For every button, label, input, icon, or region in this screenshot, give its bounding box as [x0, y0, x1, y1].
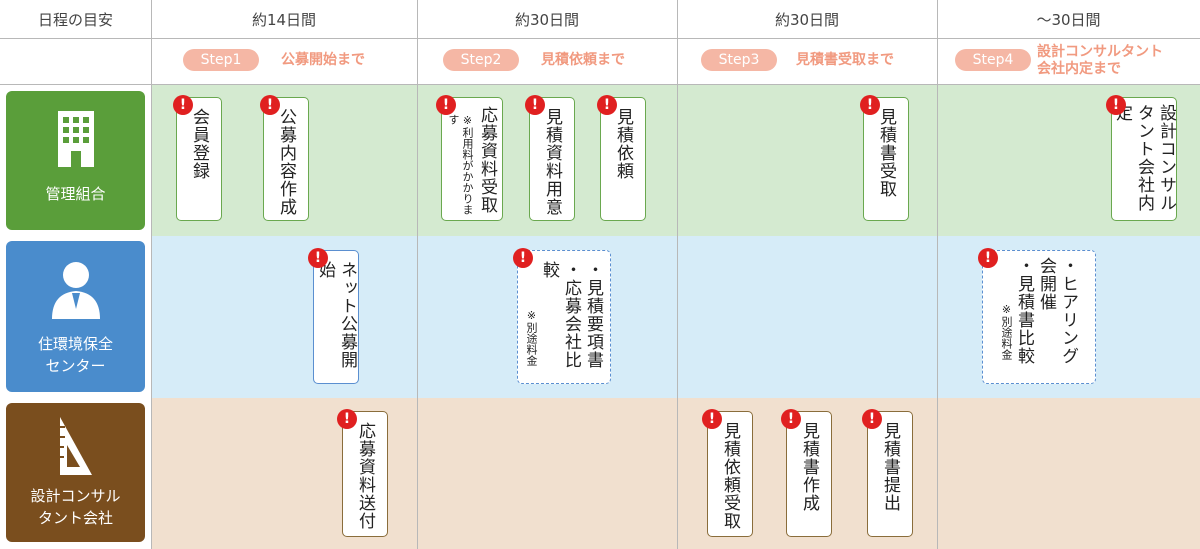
step4-badge: Step4 [955, 49, 1031, 71]
role-name: 管理組合 [45, 185, 106, 203]
card-text: 見積書作成 [799, 422, 819, 512]
alert-icon: ! [436, 95, 456, 115]
card-text: 応募資料受取 [477, 106, 497, 214]
card-text-a: ・ヒアリング会開催 [1036, 257, 1078, 365]
card-text: 見積書提出 [880, 422, 900, 512]
card-estimate-receipt: 見積書受取 [863, 97, 909, 221]
card-text: 公募内容作成 [276, 108, 296, 216]
alert-icon: ! [862, 409, 882, 429]
role-name-line2: タント会社 [37, 509, 113, 527]
card-text-b: ・応募会社比較 [539, 261, 581, 369]
step4-title-line1: 設計コンサルタント [1037, 44, 1163, 60]
duration-step2: 約30日間 [514, 10, 580, 29]
card-note: ※別途料金 [525, 309, 538, 366]
alert-icon: ! [173, 95, 193, 115]
card-net-recruit: ネット公募開始 [313, 250, 359, 384]
card-hearing: ・ヒアリング会開催 ・見積書比較 ※別途料金 [982, 250, 1096, 384]
step2-badge: Step2 [443, 49, 519, 71]
duration-step4: 〜30日間 [1036, 10, 1101, 29]
step4-title: 設計コンサルタント 会社内定まで [1037, 44, 1163, 78]
step3-title: 見積書受取まで [796, 52, 894, 68]
step4-title-line2: 会社内定まで [1037, 61, 1121, 77]
alert-icon: ! [337, 409, 357, 429]
card-text: 見積資料用意 [542, 108, 562, 216]
card-text: 応募資料送付 [355, 422, 375, 530]
grid-line [417, 0, 418, 549]
alert-icon: ! [597, 95, 617, 115]
card-text: 見積依頼 [613, 108, 633, 180]
card-text: 見積書受取 [876, 108, 896, 198]
card-estimate-create: 見積書作成 [786, 411, 832, 537]
triangle-ruler-icon [59, 417, 92, 475]
role-kanri-kumiai: 管理組合 [6, 91, 145, 230]
step3-badge: Step3 [701, 49, 777, 71]
card-text: ネット公募開始 [315, 261, 357, 369]
alert-icon: ! [860, 95, 880, 115]
alert-icon: ! [781, 409, 801, 429]
card-estimate-submit: 見積書提出 [867, 411, 913, 537]
duration-step3: 約30日間 [774, 10, 840, 29]
step1-badge: Step1 [183, 49, 259, 71]
card-estimate-spec: ・見積要項書 ・応募会社比較 ※別途料金 [517, 250, 611, 384]
grid-line [0, 84, 1200, 85]
card-estimate-request: 見積依頼 [600, 97, 646, 221]
card-note: ※別途料金 [1000, 303, 1013, 360]
card-application-receipt: 応募資料受取 ※利用料がかかります [441, 97, 503, 221]
role-name-line2: センター [45, 357, 106, 375]
role-consultant: 設計コンサル タント会社 [6, 403, 145, 542]
step1-title: 公募開始まで [281, 52, 365, 68]
card-text-a: ・見積要項書 [583, 261, 603, 369]
alert-icon: ! [978, 248, 998, 268]
lane-consultant [0, 398, 1200, 549]
card-text: 見積依頼受取 [720, 422, 740, 530]
alert-icon: ! [513, 248, 533, 268]
role-name-line1: 設計コンサル [30, 487, 121, 505]
card-application-send: 応募資料送付 [342, 411, 388, 537]
card-estimate-request-receipt: 見積依頼受取 [707, 411, 753, 537]
card-member-registration: 会員登録 [176, 97, 222, 221]
grid-line [677, 0, 678, 549]
card-estimate-material: 見積資料用意 [529, 97, 575, 221]
grid-line [151, 0, 152, 549]
building-icon [57, 111, 94, 167]
card-recruit-content: 公募内容作成 [263, 97, 309, 221]
alert-icon: ! [260, 95, 280, 115]
schedule-label: 日程の目安 [37, 10, 113, 29]
alert-icon: ! [525, 95, 545, 115]
person-icon [51, 262, 100, 319]
duration-step1: 約14日間 [251, 10, 317, 29]
alert-icon: ! [702, 409, 722, 429]
card-note: ※利用料がかかります [447, 114, 474, 215]
card-text-b: ・見積書比較 [1014, 257, 1034, 365]
alert-icon: ! [308, 248, 328, 268]
card-text: 会員登録 [189, 108, 209, 180]
role-name-line1: 住環境保全 [37, 335, 113, 353]
grid-line [937, 0, 938, 549]
grid-line [0, 38, 1200, 39]
alert-icon: ! [1106, 95, 1126, 115]
role-center: 住環境保全 センター [6, 241, 145, 392]
step2-title: 見積依頼まで [541, 52, 625, 68]
